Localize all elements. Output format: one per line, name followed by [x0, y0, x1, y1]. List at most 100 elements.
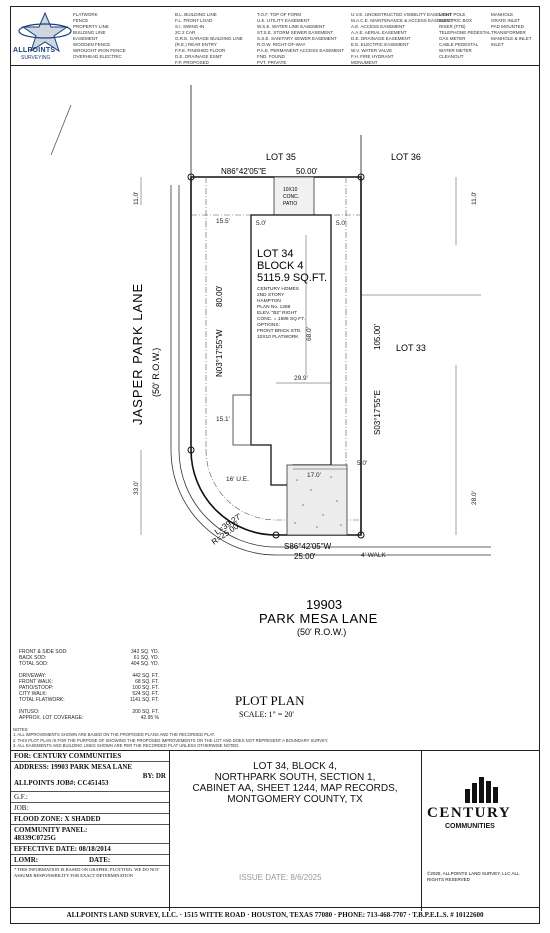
monument — [357, 531, 365, 539]
stat-row: PATIO/STOOP:100 SQ. FT. — [19, 685, 159, 692]
logo-subtext: SURVEYING — [21, 55, 51, 61]
north-arrow-line — [50, 104, 72, 156]
allpoints-logo-icon — [18, 11, 72, 53]
porch-outline — [232, 394, 252, 446]
dim-29-9: 29.9' — [294, 375, 308, 382]
logo-text: ALLPOINTS — [13, 47, 56, 54]
dim-28: 28.0' — [471, 491, 478, 505]
left-bearing: N03°17'55"W — [215, 329, 224, 377]
title-block: FOR: CENTURY COMMUNITIES ADDRESS: 19903 … — [11, 750, 539, 911]
stat-row: CITY WALK:524 SQ. FT. — [19, 691, 159, 698]
stat-row: INTUSO:200 SQ. FT. — [19, 708, 159, 715]
dim-5-b: 5.0' — [336, 220, 346, 227]
svg-text:CONC.: CONC. — [283, 194, 299, 200]
svg-text:FRONT BRICK STD.: FRONT BRICK STD. — [257, 328, 302, 334]
job-info-panel: FOR: CENTURY COMMUNITIES ADDRESS: 19903 … — [11, 751, 170, 911]
patio-label: 10X10 CONC. PATIO — [283, 187, 299, 207]
dim-33: 33.0' — [133, 481, 140, 495]
monument — [187, 446, 195, 454]
right-distance: 105.00' — [373, 324, 382, 350]
sidewalk-outer — [170, 449, 491, 556]
gf-number: G.F.: — [11, 792, 169, 803]
front-building-line — [205, 449, 361, 521]
stat-row: BACK SOD:61 SQ. YD. — [19, 655, 159, 662]
dim-11-left: 11.0' — [133, 192, 140, 205]
svg-text:10X10: 10X10 — [283, 187, 298, 193]
bottom-bearing: S86°42'05"W — [284, 542, 332, 551]
century-brand: CENTURY — [427, 805, 512, 821]
plot-plan-title: PLOT PLAN — [235, 693, 305, 708]
svg-text:CENTURY HOMES: CENTURY HOMES — [257, 286, 299, 292]
svg-text:PLAN No. 1288: PLAN No. 1288 — [257, 304, 291, 310]
dim-17: 17.0' — [307, 472, 321, 479]
sidewalk-label: 4' WALK — [361, 552, 387, 559]
svg-text:PATIO: PATIO — [283, 201, 297, 207]
lot-33-label: LOT 33 — [396, 343, 426, 353]
plot-plan-drawing: LOT 35 LOT 36 LOT 33 N86°42'05"E 50.00' … — [50, 85, 491, 719]
communities-brand: COMMUNITIES — [445, 823, 495, 830]
lot-36-label: LOT 36 — [391, 152, 421, 162]
monument — [357, 173, 365, 181]
stat-row: FRONT & SIDE SOD:342 SQ. YD. — [19, 649, 159, 655]
dim-11-right: 11.0' — [471, 192, 478, 205]
address-line: ADDRESS: 19903 PARK MESA LANE — [14, 763, 133, 771]
dim-15-1: 15.1' — [216, 416, 230, 423]
top-distance: 50.00' — [296, 167, 318, 176]
stat-row: TOTAL SOD:404 SQ. YD. — [19, 661, 159, 668]
job-number: ALLPOINTS JOB#: CC451453 — [14, 779, 109, 787]
dim-68: 68.0' — [306, 327, 313, 341]
right-bearing: S03°17'55"E — [373, 390, 382, 435]
copyright: ©2025, ALLPOINTS LAND SURVEY, LLC ALL RI… — [427, 871, 520, 882]
top-bearing: N86°42'05"E — [221, 167, 266, 176]
dim-5-a: 5.0' — [256, 220, 266, 227]
lot-title: LOT 34 — [257, 248, 294, 260]
svg-text:CONC. = 1599 SQ.FT.: CONC. = 1599 SQ.FT. — [257, 316, 305, 322]
flood-disclaimer: * THIS INFORMATION IS BASED ON GRAPHIC P… — [14, 867, 160, 878]
dim-5-c: 5.0' — [357, 460, 367, 467]
house-notes: CENTURY HOMES 2ND STORY HAMPTON PLAN No.… — [257, 286, 305, 340]
stat-row: DRIVEWAY:442 SQ. FT. — [19, 672, 159, 679]
century-skyline-icon — [465, 777, 498, 803]
plan-notes: NOTES: 1. ALL IMPROVEMENTS SHOWN ARE BAS… — [13, 727, 329, 749]
svg-text:OPTIONS:: OPTIONS: — [257, 322, 280, 328]
issue-date: ISSUE DATE: 8/6/2025 — [239, 873, 322, 882]
left-distance: 80.00' — [215, 285, 224, 307]
park-mesa-lane-label: PARK MESA LANE — [259, 611, 378, 626]
drawn-by: BY: DR — [142, 772, 166, 780]
address-cell: ADDRESS: 19903 PARK MESA LANE BY: DR ALL… — [11, 762, 169, 792]
bottom-distance: 25.00' — [294, 552, 316, 561]
footer-company-info: ALLPOINTS LAND SURVEY, LLC. · 1515 WITTE… — [11, 907, 539, 923]
client-name: FOR: CENTURY COMMUNITIES — [11, 751, 169, 762]
lot-35-label: LOT 35 — [266, 152, 296, 162]
block-label: BLOCK 4 — [257, 260, 303, 272]
job-field: JOB: — [11, 803, 169, 814]
jasper-park-lane-label: JASPER PARK LANE — [130, 283, 145, 425]
svg-text:2ND STORY: 2ND STORY — [257, 292, 285, 298]
legal-description: LOT 34, BLOCK 4, NORTHPARK SOUTH, SECTIO… — [169, 751, 422, 911]
stat-row: APPROX. LOT COVERAGE:42.95 % — [19, 714, 159, 721]
stat-row: FRONT WALK:68 SQ. FT. — [19, 678, 159, 685]
lomr-row: LOMR:DATE: — [11, 855, 169, 866]
address-number: 19903 — [306, 597, 342, 612]
lot-area: 5115.9 SQ.FT. — [257, 272, 327, 284]
area-stats: FRONT & SIDE SOD:342 SQ. YD. BACK SOD:61… — [19, 649, 159, 721]
monument — [272, 531, 280, 539]
dim-15-5: 15.5' — [216, 218, 230, 225]
lot-34-boundary — [190, 176, 362, 536]
park-mesa-row: (50' R.O.W.) — [297, 627, 346, 637]
stat-row: TOTAL FLATWORK:1141 SQ. FT. — [19, 697, 159, 704]
jasper-park-row: (50' R.O.W.) — [151, 348, 161, 397]
sidewalk-inner — [178, 449, 491, 548]
driveway — [286, 464, 348, 536]
scale-label: SCALE: 1" = 20' — [239, 710, 294, 719]
dim-ue: 16' U.E. — [226, 476, 249, 483]
effective-date: EFFECTIVE DATE: 08/18/2014 — [11, 844, 169, 855]
